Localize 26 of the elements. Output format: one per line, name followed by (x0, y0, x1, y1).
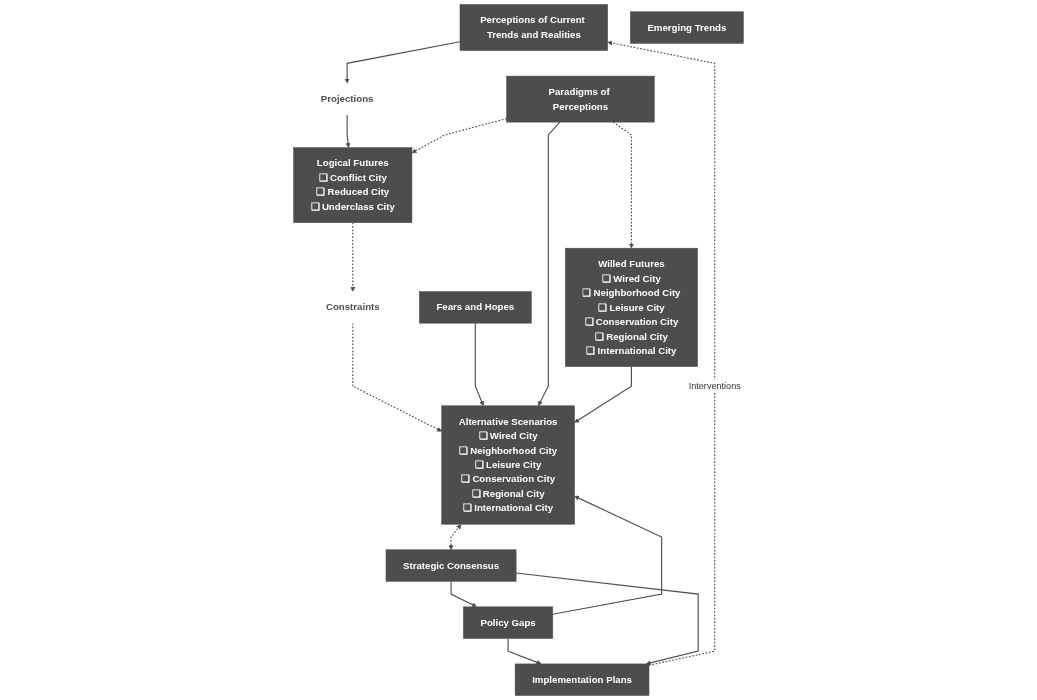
node-text: Projections (320, 93, 374, 105)
arrow (552, 495, 663, 615)
node-box: Fears and Hopes (419, 291, 532, 324)
arrow (345, 114, 351, 148)
node-box: Alternative Scenarios ❑ Wired City ❑ Neighborhood City ❑ Leisure City ❑ Conservation City ❑ Regional City ❑ International City (441, 405, 575, 525)
arrow (350, 222, 356, 292)
node-text: Constraints (325, 301, 380, 313)
edge-label: Interventions (688, 381, 741, 391)
node-box: Willed Futures ❑ Wired City ❑ Neighborhood City ❑ Leisure City ❑ Conservation City ❑ Regional City ❑ International City (565, 247, 698, 367)
arrow (411, 118, 508, 154)
node-box: Logical Futures ❑ Conflict City ❑ Reduced City ❑ Underclass City (293, 147, 413, 223)
arrow (574, 366, 632, 423)
node-box: Paradigms of Perceptions (506, 75, 655, 123)
node-box: Emerging Trends (630, 11, 744, 44)
arrow (515, 572, 699, 666)
node-box: Perceptions of Current Trends and Realities (459, 4, 608, 51)
arrow (448, 524, 462, 550)
arrow (507, 637, 542, 665)
arrow (344, 41, 461, 84)
node-box: Implementation Plans (514, 663, 650, 696)
arrow (607, 40, 716, 666)
arrow (450, 580, 477, 608)
arrow (474, 322, 485, 407)
arrow (538, 121, 561, 407)
node-box: Policy Gaps (463, 606, 554, 639)
node-box: Strategic Consensus (385, 549, 517, 582)
